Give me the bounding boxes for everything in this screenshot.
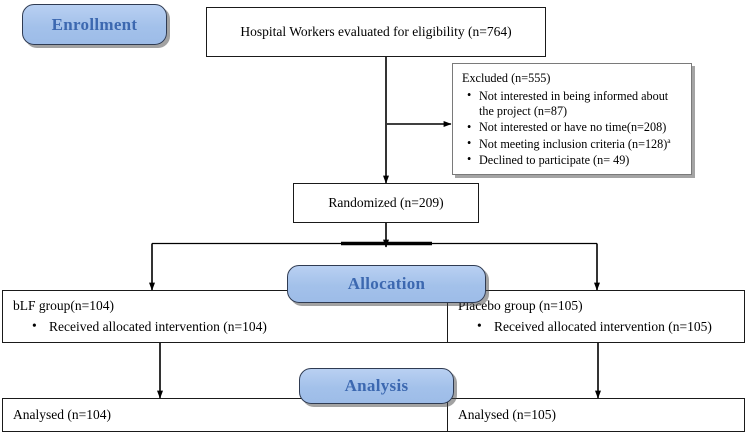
node-allocation-right-list: Received allocated intervention (n=105) <box>458 318 736 336</box>
node-allocation-left-heading: bLF group(n=104) <box>13 297 114 313</box>
list-item: Received allocated intervention (n=105) <box>477 318 736 336</box>
node-assessed-for-eligibility: Hospital Workers evaluated for eligibili… <box>206 7 546 57</box>
node-allocation-left-list: Received allocated intervention (n=104) <box>13 318 653 336</box>
list-item: Received allocated intervention (n=104) <box>32 318 653 336</box>
node-analysis-right: Analysed (n=105) <box>447 398 745 432</box>
node-randomized-text: Randomized (n=209) <box>328 194 444 210</box>
stage-banner-allocation-label: Allocation <box>347 274 426 293</box>
node-excluded-reason: Not meeting inclusion criteria (n=128)a <box>467 135 683 152</box>
node-excluded-reason: Not interested or have no time(n=208) <box>467 120 683 135</box>
node-excluded-reason: Declined to participate (n= 49) <box>467 152 683 168</box>
node-randomized: Randomized (n=209) <box>293 183 479 223</box>
footnote-marker: a <box>667 135 671 145</box>
stage-banner-allocation: Allocation <box>287 265 486 303</box>
node-allocation-right-heading: Placebo group (n=105) <box>458 297 583 313</box>
node-analysis-left-text: Analysed (n=104) <box>13 406 111 422</box>
node-excluded-heading: Excluded (n=555) <box>462 71 551 85</box>
node-excluded-reason: Not interested in being informed about t… <box>467 88 683 119</box>
stage-banner-analysis: Analysis <box>299 368 454 404</box>
stage-banner-enrollment: Enrollment <box>22 4 167 45</box>
node-excluded: Excluded (n=555) Not interested in being… <box>452 63 692 175</box>
stage-banner-enrollment-label: Enrollment <box>51 14 138 34</box>
node-excluded-reason-list: Not interested in being informed about t… <box>462 88 683 168</box>
node-analysis-right-text: Analysed (n=105) <box>458 406 556 422</box>
node-assessed-text: Hospital Workers evaluated for eligibili… <box>240 23 512 39</box>
stage-banner-analysis-label: Analysis <box>344 376 409 395</box>
node-allocation-right-placebo: Placebo group (n=105) Received allocated… <box>447 290 745 343</box>
